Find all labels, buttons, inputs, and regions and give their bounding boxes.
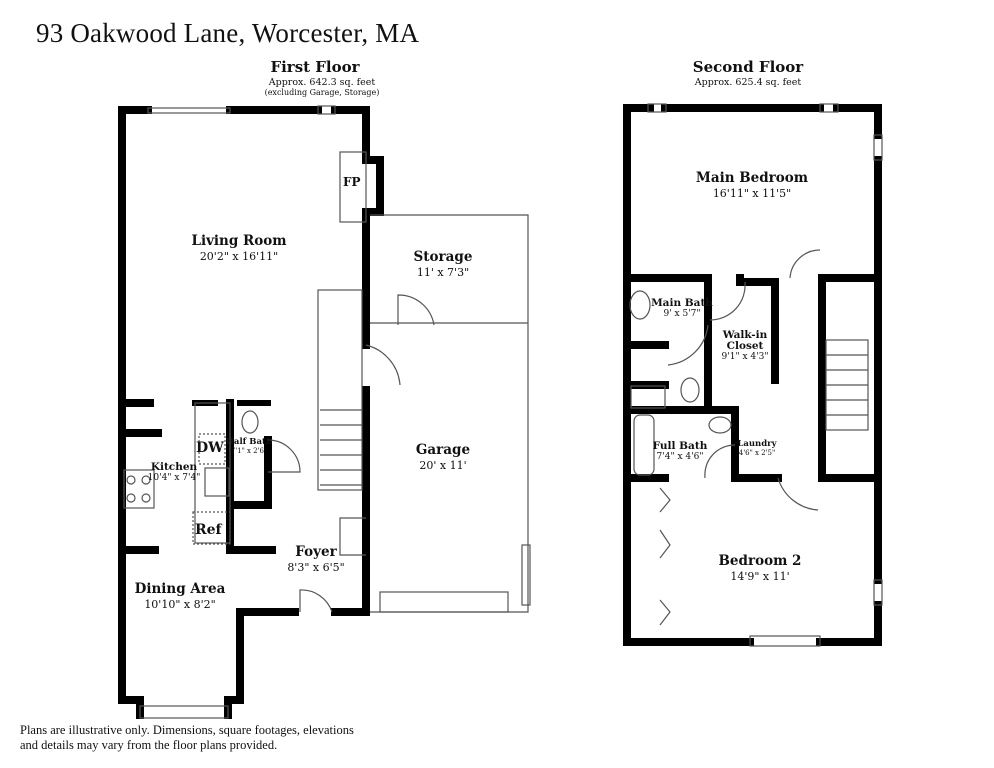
dishwasher-label: DW <box>196 440 224 456</box>
disclaimer-note: Plans are illustrative only. Dimensions,… <box>20 723 354 752</box>
first-floor-thin-lines <box>123 105 531 719</box>
fireplace-label: FP <box>343 175 361 189</box>
first-floor-walls <box>118 106 384 719</box>
property-title: 93 Oakwood Lane, Worcester, MA <box>36 18 420 48</box>
first-floor-area-note: (excluding Garage, Storage) <box>264 88 380 97</box>
second-floor-thin-lines <box>629 103 883 647</box>
refrigerator-label: Ref <box>195 522 222 538</box>
second-floor-walls <box>623 104 882 646</box>
second-floor-area: Approx. 625.4 sq. feet <box>694 77 802 88</box>
first-floor-area: Approx. 642.3 sq. feet <box>268 77 376 88</box>
second-floor-heading: Second Floor <box>692 58 804 76</box>
first-floor-heading: First Floor <box>270 58 360 76</box>
